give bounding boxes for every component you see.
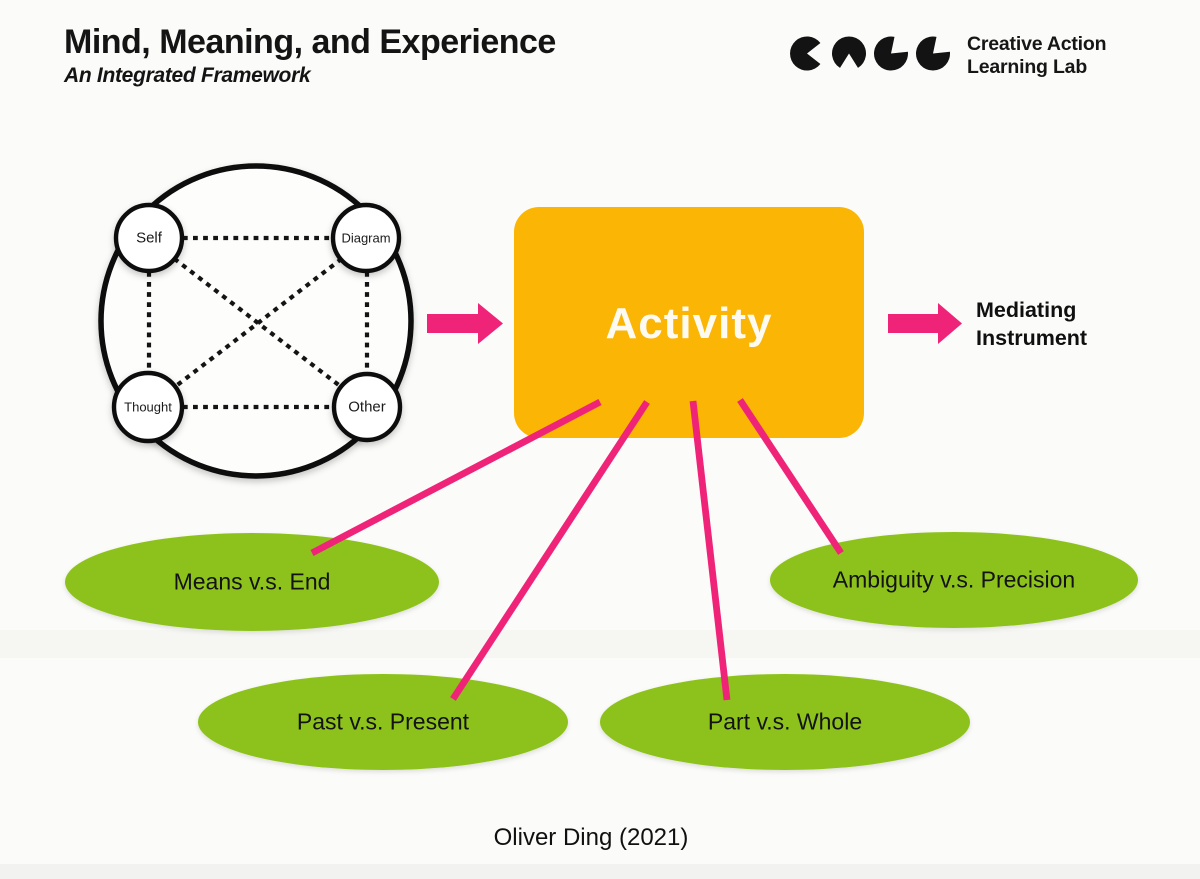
tension-label-past-present: Past v.s. Present bbox=[296, 708, 470, 735]
mediating-instrument-label: Mediating Instrument bbox=[976, 297, 1087, 353]
tension-label-part-whole: Part v.s. Whole bbox=[707, 708, 863, 735]
logo-mark-l1-icon bbox=[873, 36, 908, 71]
call-logo-icon bbox=[790, 36, 950, 71]
node-label-thought: Thought bbox=[124, 399, 172, 415]
credit-line: Oliver Ding (2021) bbox=[493, 824, 689, 851]
node-circle-diagram bbox=[330, 202, 402, 274]
node-label-self: Self bbox=[136, 229, 162, 247]
tension-ellipse-part-whole bbox=[600, 674, 970, 770]
output-arrow-icon bbox=[888, 303, 962, 344]
tension-lines bbox=[310, 398, 844, 701]
logo-wordmark: Creative Action Learning Lab bbox=[967, 33, 1107, 79]
logo-name-line2: Learning Lab bbox=[967, 56, 1088, 78]
logo: Creative Action Learning Lab bbox=[790, 33, 1107, 79]
tension-label-ambiguity-precision: Ambiguity v.s. Precision bbox=[832, 566, 1076, 593]
node-label-diagram: Diagram bbox=[341, 230, 391, 246]
tension-ellipses bbox=[65, 532, 1138, 770]
logo-mark-c-icon bbox=[790, 36, 821, 71]
tension-ellipse-past-present bbox=[198, 674, 568, 770]
logo-mark-l2-icon bbox=[915, 36, 950, 71]
page-subtitle: An Integrated Framework bbox=[64, 64, 311, 88]
logo-mark-a-icon bbox=[832, 36, 866, 68]
tension-line-part-whole bbox=[689, 400, 731, 701]
tension-line-past-present bbox=[450, 400, 650, 701]
node-circle-self bbox=[113, 202, 185, 274]
tension-ellipse-means-end bbox=[65, 533, 439, 631]
input-arrow-icon bbox=[427, 303, 503, 344]
mediating-line1: Mediating bbox=[976, 298, 1077, 322]
node-label-other: Other bbox=[348, 398, 386, 416]
page-title: Mind, Meaning, and Experience bbox=[64, 23, 556, 61]
dotted-link-diagram-thought bbox=[173, 257, 343, 389]
dotted-links bbox=[146, 235, 370, 410]
mediating-line2: Instrument bbox=[976, 325, 1088, 350]
tension-label-means-end: Means v.s. End bbox=[173, 568, 331, 595]
node-circle-other bbox=[331, 371, 403, 443]
logo-name-line1: Creative Action bbox=[967, 33, 1107, 55]
header: Mind, Meaning, and Experience An Integra… bbox=[64, 23, 556, 88]
activity-box bbox=[514, 207, 864, 438]
activity-label: Activity bbox=[605, 299, 773, 348]
background-band-bottom bbox=[0, 864, 1200, 879]
tension-line-means-end bbox=[310, 398, 602, 557]
mind-nodes bbox=[111, 202, 403, 444]
tension-ellipse-ambiguity-precision bbox=[770, 532, 1138, 628]
background-band bbox=[0, 630, 1200, 658]
tension-line-ambiguity-precision bbox=[737, 398, 844, 555]
node-circle-thought bbox=[111, 370, 185, 444]
